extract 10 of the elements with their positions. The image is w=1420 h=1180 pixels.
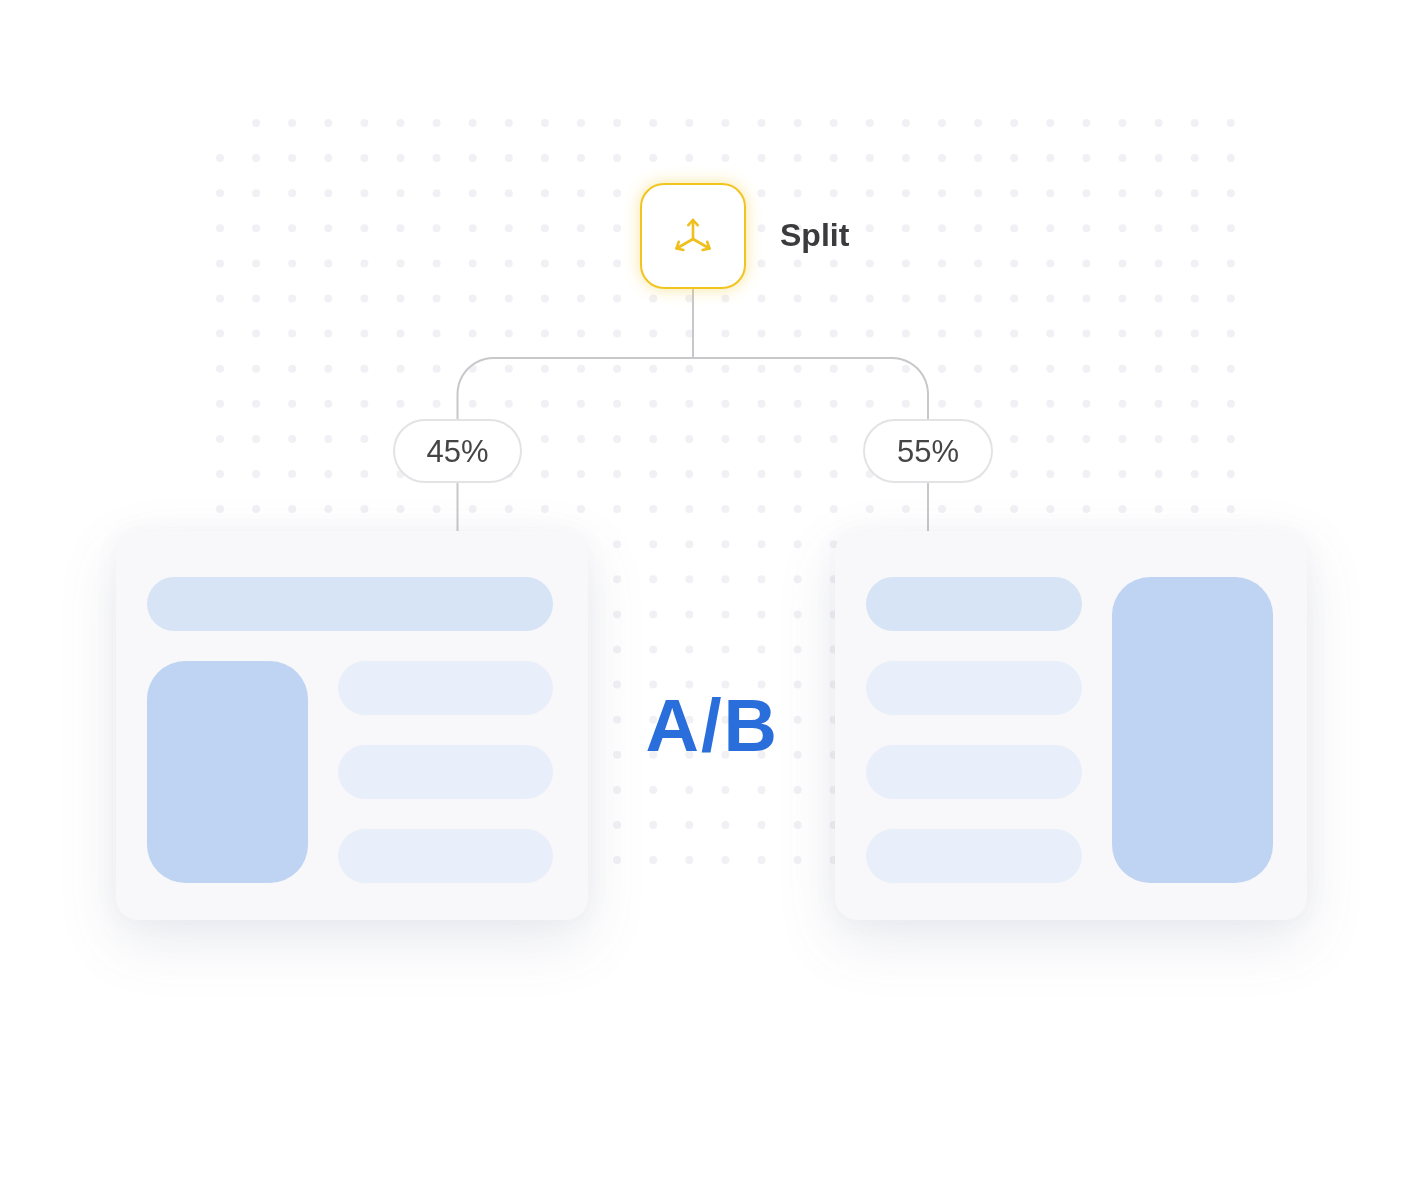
percentage-text: 55% bbox=[896, 435, 959, 467]
percentage-pill bbox=[863, 419, 993, 483]
connector-line bbox=[692, 288, 929, 420]
connector-line bbox=[927, 482, 929, 532]
split-tile bbox=[640, 183, 746, 289]
ab-heading: A/B bbox=[645, 689, 779, 763]
node-title: Split bbox=[780, 219, 850, 251]
percentage-text: 45% bbox=[426, 435, 489, 467]
percentage-pill bbox=[393, 419, 522, 483]
connector-line bbox=[456, 482, 459, 532]
